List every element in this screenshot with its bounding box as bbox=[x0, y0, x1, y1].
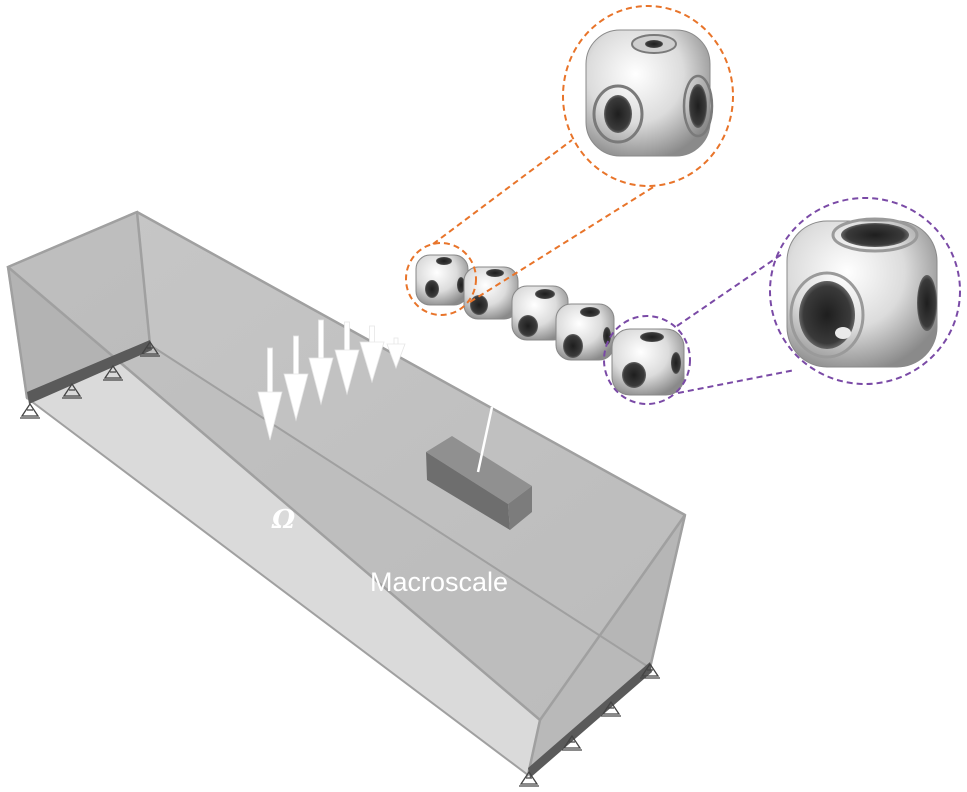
pin-support-icon bbox=[140, 340, 160, 357]
sub-region-block bbox=[426, 406, 532, 530]
lattice-unit-cell-icon bbox=[463, 266, 519, 320]
box-edge-top-left bbox=[7, 210, 138, 269]
lattice-unit-cell-icon bbox=[511, 285, 569, 341]
orange-leader-lower bbox=[469, 185, 656, 303]
pin-support-icon bbox=[62, 382, 82, 399]
load-arrows bbox=[257, 319, 406, 441]
box-edge-bottom-back bbox=[149, 344, 651, 669]
purple-leader-lower bbox=[677, 369, 796, 394]
orange-selection-circle bbox=[405, 242, 477, 316]
box-edge-back-vertical bbox=[135, 211, 152, 346]
box-edge-bottom bbox=[26, 397, 529, 776]
pin-support-icon bbox=[20, 402, 40, 419]
lattice-unit-cell-icon bbox=[555, 303, 615, 361]
lattice-unit-cell-icon bbox=[611, 328, 685, 396]
purple-selection-circle bbox=[603, 315, 691, 405]
pin-support-icon bbox=[519, 770, 539, 787]
pin-support-icon bbox=[562, 734, 582, 751]
orange-zoomed-unit-cell bbox=[585, 29, 714, 157]
down-arrow-icon bbox=[257, 347, 283, 441]
domain-symbol-label: Ω bbox=[271, 505, 295, 535]
orange-zoom-circle bbox=[562, 5, 734, 187]
purple-leader-upper bbox=[676, 253, 783, 327]
left-support-bar bbox=[27, 340, 152, 404]
down-arrow-icon bbox=[359, 325, 385, 384]
design-domain-box bbox=[6, 210, 687, 778]
down-arrow-icon bbox=[283, 335, 309, 422]
unit-cell-chain bbox=[415, 254, 685, 396]
right-pin-supports bbox=[519, 662, 660, 787]
orange-leader-upper bbox=[432, 139, 573, 245]
box-edge-top-right bbox=[538, 514, 687, 721]
box-edge-front-vertical bbox=[526, 719, 542, 776]
down-arrow-icon bbox=[386, 337, 406, 370]
right-support-bar bbox=[528, 662, 652, 778]
box-edge-right-vertical bbox=[648, 514, 687, 669]
purple-callout bbox=[603, 197, 961, 405]
orange-callout bbox=[405, 5, 734, 316]
pin-support-icon bbox=[640, 662, 660, 679]
down-arrow-icon bbox=[308, 319, 334, 406]
left-pin-supports bbox=[20, 340, 160, 419]
box-edge-top-back bbox=[136, 210, 686, 517]
purple-zoom-circle bbox=[769, 197, 961, 385]
lattice-unit-cell-icon bbox=[415, 254, 469, 306]
box-edge-top bbox=[7, 266, 541, 721]
down-arrow-icon bbox=[334, 321, 360, 396]
box-edge-left-vertical bbox=[6, 266, 29, 399]
macroscale-label: Macroscale bbox=[370, 567, 508, 597]
callout-leader-line bbox=[476, 406, 494, 473]
pin-support-icon bbox=[103, 364, 123, 381]
pin-support-icon bbox=[601, 700, 621, 717]
purple-zoomed-unit-cell bbox=[786, 217, 938, 368]
